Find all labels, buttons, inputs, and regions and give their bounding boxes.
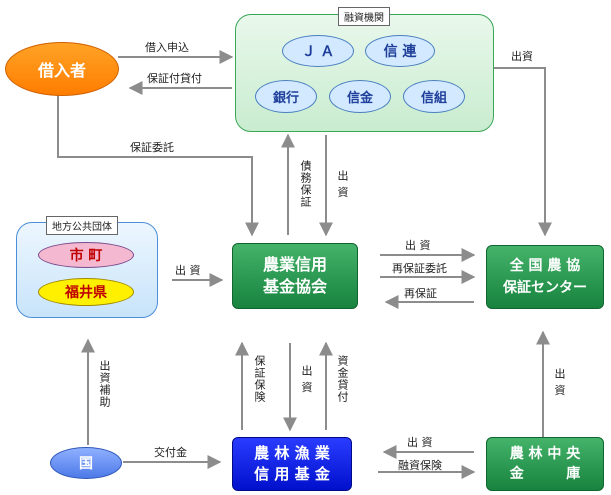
investment-v1-label: 出 資 xyxy=(336,170,349,199)
finance-institutions-label: 融資機関 xyxy=(338,7,390,26)
bottom-investment-label: 出 資 xyxy=(407,436,433,449)
shinren-node: 信 連 xyxy=(365,35,435,67)
shinkumi-node: 信組 xyxy=(403,80,465,113)
shinkumi-label: 信組 xyxy=(420,91,447,106)
bank-node: 銀行 xyxy=(255,80,317,113)
center-investment-label: 出 資 xyxy=(405,239,431,252)
norinchukin-line2: 金 庫 xyxy=(509,466,581,482)
finance-institutions-group xyxy=(235,14,494,132)
fund-loan-label: 資金貸付 xyxy=(336,355,349,403)
ja-node: Ｊ Ａ xyxy=(282,35,354,67)
loan-application-label: 借入申込 xyxy=(145,41,189,54)
bank-label: 銀行 xyxy=(272,91,299,106)
fishery-fund-line2: 信 用 基 金 xyxy=(254,465,330,483)
guarantee-request-label: 保証委託 xyxy=(130,141,174,154)
kyokai-line2: 基金協会 xyxy=(262,277,327,296)
borrower-node: 借入者 xyxy=(5,42,119,96)
investment-subsidy-label: 出資補助 xyxy=(98,360,111,408)
local-government-label: 地方公共団体 xyxy=(46,216,118,235)
shinkin-label: 信金 xyxy=(346,91,373,106)
debt-guarantee-label: 債務保証 xyxy=(299,160,312,208)
local-investment-label: 出 資 xyxy=(175,264,201,277)
national-center-line1: 全 国 農 協 xyxy=(509,258,581,274)
investment-v3-label: 出 資 xyxy=(553,368,566,397)
city-town-label: 市 町 xyxy=(69,248,103,264)
norinchukin-bank-node: 農 林 中 央 金 庫 xyxy=(486,437,604,491)
arrow-guarantee-request xyxy=(57,95,259,237)
country-node: 国 xyxy=(50,447,122,479)
fukui-label: 福井県 xyxy=(65,285,107,301)
national-center-line2: 保証センター xyxy=(503,280,587,296)
reguarantee-label: 再保証 xyxy=(404,287,437,300)
guaranteed-loan-label: 保証付貸付 xyxy=(147,72,202,85)
reguarantee-request-label: 再保証委託 xyxy=(392,262,447,275)
subsidy-label: 交付金 xyxy=(154,446,187,459)
shinkin-node: 信金 xyxy=(329,80,391,113)
fishery-fund-line1: 農 林 漁 業 xyxy=(254,444,330,462)
country-label: 国 xyxy=(79,456,93,472)
norinchukin-line1: 農 林 中 央 xyxy=(509,446,581,462)
kyokai-line1: 農業信用 xyxy=(262,255,327,274)
national-guarantee-center-node: 全 国 農 協 保証センター xyxy=(486,245,604,309)
fukui-node: 福井県 xyxy=(38,278,134,306)
city-town-node: 市 町 xyxy=(38,242,134,268)
agri-credit-guarantee-association-node: 農業信用 基金協会 xyxy=(232,243,358,309)
shinren-label: 信 連 xyxy=(383,44,417,60)
guarantee-insurance-label: 保証保険 xyxy=(253,355,266,403)
agri-forest-fishery-credit-fund-node: 農 林 漁 業 信 用 基 金 xyxy=(232,437,352,491)
ja-label: Ｊ Ａ xyxy=(301,44,335,60)
investment-v2-label: 出 資 xyxy=(300,365,313,394)
arrow-investment-top-right xyxy=(494,67,552,237)
borrower-label: 借入者 xyxy=(37,61,86,80)
financing-insurance-label: 融資保険 xyxy=(398,459,442,472)
investment-top-right-label: 出資 xyxy=(511,50,533,63)
